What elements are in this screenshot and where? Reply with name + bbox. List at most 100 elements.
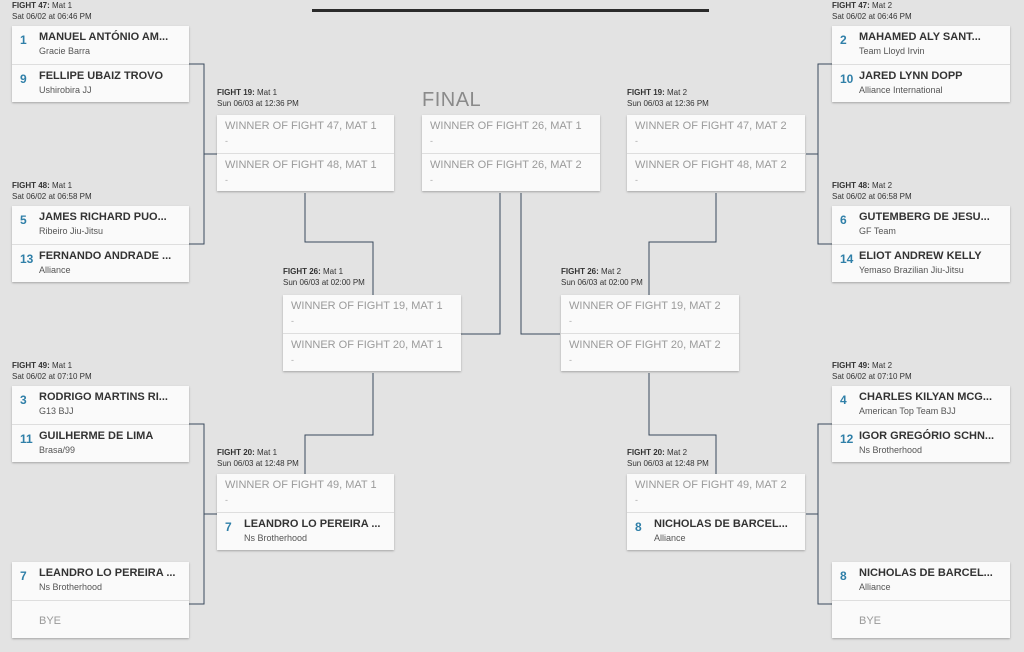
competitor-slot[interactable]: 13 FERNANDO ANDRADE ... Alliance [12, 244, 189, 282]
seed-number: 11 [20, 432, 33, 446]
fight-header: FIGHT 20: Mat 2 Sun 06/03 at 12:48 PM [627, 448, 709, 468]
top-divider [312, 9, 709, 12]
team-name: Alliance [654, 533, 686, 543]
competitor-name[interactable]: JARED LYNN DOPP [859, 70, 963, 82]
fight-header: FIGHT 47: Mat 2 Sat 06/02 at 06:46 PM [832, 1, 912, 21]
competitor-name[interactable]: RODRIGO MARTINS RI... [39, 391, 168, 403]
placeholder-slot: WINNER OF FIGHT 49, MAT 2 - [627, 474, 805, 512]
placeholder-dash: - [569, 355, 572, 365]
fight-header: FIGHT 26: Mat 1 Sun 06/03 at 02:00 PM [283, 267, 365, 287]
team-name: Brasa/99 [39, 445, 76, 455]
team-name: Ribeiro Jiu-Jitsu [39, 226, 104, 236]
team-name: Ushirobira JJ [39, 85, 92, 95]
placeholder-dash: - [291, 316, 294, 326]
match-card-f47-mat2: 2 MAHAMED ALY SANT... Team Lloyd Irvin 1… [832, 26, 1010, 102]
placeholder-slot: WINNER OF FIGHT 26, MAT 2 - [422, 153, 600, 191]
competitor-slot[interactable]: 4 CHARLES KILYAN MCG... American Top Tea… [832, 386, 1010, 424]
competitor-slot[interactable]: 5 JAMES RICHARD PUO... Ribeiro Jiu-Jitsu [12, 206, 189, 244]
seed-number: 2 [840, 33, 847, 47]
match-card-final: WINNER OF FIGHT 26, MAT 1 - WINNER OF FI… [422, 115, 600, 191]
placeholder-label: WINNER OF FIGHT 49, MAT 1 [225, 479, 377, 491]
placeholder-dash: - [225, 495, 228, 505]
placeholder-slot: WINNER OF FIGHT 47, MAT 2 - [627, 115, 805, 153]
seed-number: 8 [840, 569, 847, 583]
competitor-slot[interactable]: 10 JARED LYNN DOPP Alliance Internationa… [832, 64, 1010, 102]
fight-header: FIGHT 47: Mat 1 Sat 06/02 at 06:46 PM [12, 1, 92, 21]
match-card-f19-mat2: WINNER OF FIGHT 47, MAT 2 - WINNER OF FI… [627, 115, 805, 191]
fight-header: FIGHT 48: Mat 1 Sat 06/02 at 06:58 PM [12, 181, 92, 201]
placeholder-dash: - [569, 316, 572, 326]
competitor-slot[interactable]: 2 MAHAMED ALY SANT... Team Lloyd Irvin [832, 26, 1010, 64]
competitor-slot[interactable]: 12 IGOR GREGÓRIO SCHN... Ns Brotherhood [832, 424, 1010, 462]
competitor-slot[interactable]: 1 MANUEL ANTÓNIO AM... Gracie Barra [12, 26, 189, 64]
placeholder-dash: - [635, 495, 638, 505]
placeholder-label: WINNER OF FIGHT 26, MAT 1 [430, 120, 582, 132]
competitor-name[interactable]: ELIOT ANDREW KELLY [859, 250, 982, 262]
placeholder-slot: WINNER OF FIGHT 20, MAT 1 - [283, 333, 461, 371]
competitor-name[interactable]: NICHOLAS DE BARCEL... [654, 518, 788, 530]
match-card-f48-mat2: 6 GUTEMBERG DE JESU... GF Team 14 ELIOT … [832, 206, 1010, 282]
competitor-slot[interactable]: 11 GUILHERME DE LIMA Brasa/99 [12, 424, 189, 462]
fight-header: FIGHT 48: Mat 2 Sat 06/02 at 06:58 PM [832, 181, 912, 201]
competitor-name[interactable]: FERNANDO ANDRADE ... [39, 250, 172, 262]
placeholder-label: WINNER OF FIGHT 47, MAT 2 [635, 120, 787, 132]
placeholder-slot: WINNER OF FIGHT 48, MAT 2 - [627, 153, 805, 191]
placeholder-slot: WINNER OF FIGHT 49, MAT 1 - [217, 474, 394, 512]
match-card-f20-mat2: WINNER OF FIGHT 49, MAT 2 - 8 NICHOLAS D… [627, 474, 805, 550]
final-title: FINAL [422, 89, 482, 111]
competitor-name[interactable]: LEANDRO LO PEREIRA ... [244, 518, 381, 530]
competitor-name[interactable]: GUTEMBERG DE JESU... [859, 211, 990, 223]
match-card-f26-mat2: WINNER OF FIGHT 19, MAT 2 - WINNER OF FI… [561, 295, 739, 371]
competitor-name[interactable]: LEANDRO LO PEREIRA ... [39, 567, 176, 579]
competitor-name[interactable]: CHARLES KILYAN MCG... [859, 391, 993, 403]
seed-number: 1 [20, 33, 27, 47]
competitor-name[interactable]: FELLIPE UBAIZ TROVO [39, 70, 164, 82]
match-card-f26-mat1: WINNER OF FIGHT 19, MAT 1 - WINNER OF FI… [283, 295, 461, 371]
placeholder-slot: WINNER OF FIGHT 19, MAT 1 - [283, 295, 461, 333]
competitor-name[interactable]: MANUEL ANTÓNIO AM... [39, 31, 169, 43]
seed-number: 8 [635, 520, 642, 534]
seed-number: 7 [20, 569, 27, 583]
competitor-name[interactable]: JAMES RICHARD PUO... [39, 211, 167, 223]
placeholder-label: WINNER OF FIGHT 49, MAT 2 [635, 479, 787, 491]
match-card-bye-mat1: 7 LEANDRO LO PEREIRA ... Ns Brotherhood … [12, 562, 189, 638]
bye-label: BYE [859, 615, 882, 627]
placeholder-dash: - [430, 136, 433, 146]
match-card-bye-mat2: 8 NICHOLAS DE BARCEL... Alliance BYE [832, 562, 1010, 638]
competitor-slot[interactable]: 14 ELIOT ANDREW KELLY Yemaso Brazilian J… [832, 244, 1010, 282]
competitor-slot[interactable]: 6 GUTEMBERG DE JESU... GF Team [832, 206, 1010, 244]
placeholder-label: WINNER OF FIGHT 20, MAT 2 [569, 339, 721, 351]
placeholder-dash: - [225, 136, 228, 146]
match-card-f49-mat1: 3 RODRIGO MARTINS RI... G13 BJJ 11 GUILH… [12, 386, 189, 462]
team-name: Ns Brotherhood [859, 445, 923, 455]
placeholder-dash: - [635, 136, 638, 146]
match-card-f49-mat2: 4 CHARLES KILYAN MCG... American Top Tea… [832, 386, 1010, 462]
competitor-slot[interactable]: 8 NICHOLAS DE BARCEL... Alliance [832, 562, 1010, 600]
competitor-slot[interactable]: 7 LEANDRO LO PEREIRA ... Ns Brotherhood [217, 512, 394, 550]
placeholder-slot: WINNER OF FIGHT 20, MAT 2 - [561, 333, 739, 371]
competitor-name[interactable]: MAHAMED ALY SANT... [859, 31, 981, 43]
bye-slot: BYE [832, 600, 1010, 638]
competitor-slot[interactable]: 7 LEANDRO LO PEREIRA ... Ns Brotherhood [12, 562, 189, 600]
competitor-slot[interactable]: 3 RODRIGO MARTINS RI... G13 BJJ [12, 386, 189, 424]
placeholder-label: WINNER OF FIGHT 19, MAT 1 [291, 300, 443, 312]
team-name: Ns Brotherhood [39, 582, 103, 592]
fight-header: FIGHT 26: Mat 2 Sun 06/03 at 02:00 PM [561, 267, 643, 287]
team-name: G13 BJJ [39, 406, 74, 416]
fight-header: FIGHT 20: Mat 1 Sun 06/03 at 12:48 PM [217, 448, 299, 468]
placeholder-dash: - [635, 175, 638, 185]
competitor-name[interactable]: GUILHERME DE LIMA [39, 430, 154, 442]
placeholder-slot: WINNER OF FIGHT 48, MAT 1 - [217, 153, 394, 191]
placeholder-label: WINNER OF FIGHT 48, MAT 1 [225, 159, 377, 171]
competitor-name[interactable]: IGOR GREGÓRIO SCHN... [859, 430, 995, 442]
match-card-f48-mat1: 5 JAMES RICHARD PUO... Ribeiro Jiu-Jitsu… [12, 206, 189, 282]
team-name: Alliance [39, 265, 71, 275]
placeholder-label: WINNER OF FIGHT 26, MAT 2 [430, 159, 582, 171]
competitor-name[interactable]: NICHOLAS DE BARCEL... [859, 567, 993, 579]
seed-number: 12 [840, 432, 854, 446]
match-card-f19-mat1: WINNER OF FIGHT 47, MAT 1 - WINNER OF FI… [217, 115, 394, 191]
competitor-slot[interactable]: 9 FELLIPE UBAIZ TROVO Ushirobira JJ [12, 64, 189, 102]
competitor-slot[interactable]: 8 NICHOLAS DE BARCEL... Alliance [627, 512, 805, 550]
placeholder-dash: - [291, 355, 294, 365]
